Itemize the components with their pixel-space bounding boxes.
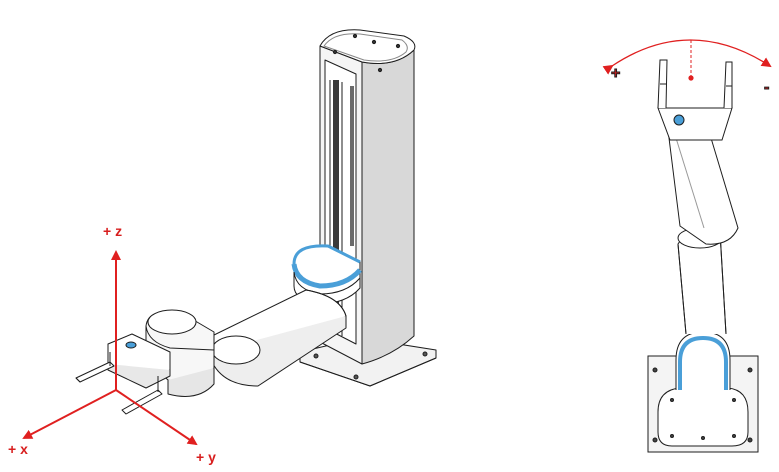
rotation-center-dot	[688, 75, 694, 81]
z-axis-label: + z	[103, 223, 122, 239]
y-axis-line	[115, 389, 198, 446]
rotation-plus-label: +	[611, 65, 620, 82]
coordinate-axes: + z + x + y	[8, 223, 216, 465]
gripper	[75, 333, 171, 415]
x-axis-line	[22, 389, 117, 439]
z-carriage	[291, 244, 362, 305]
inner-arm	[211, 289, 347, 387]
y-axis-label: + y	[196, 449, 216, 465]
top-view-robot: + -	[602, 39, 772, 453]
isometric-robot	[75, 29, 437, 415]
x-axis-label: + x	[8, 441, 28, 457]
rotation-minus-label: -	[764, 79, 769, 96]
